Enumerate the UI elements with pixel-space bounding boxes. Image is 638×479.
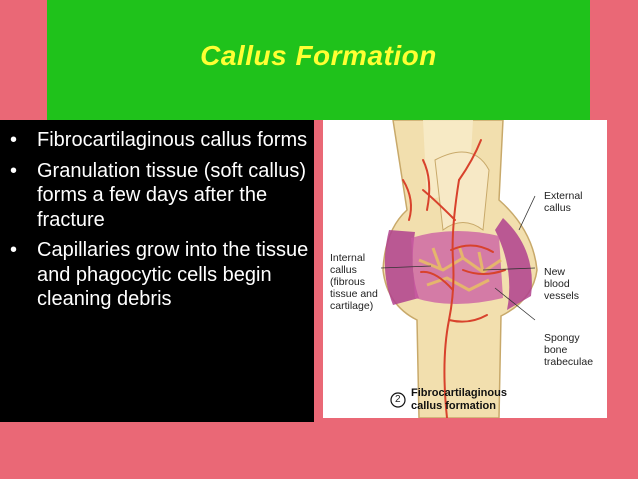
external-callus-right xyxy=(495,218,532,310)
bullet-text: Fibrocartilaginous callus forms xyxy=(37,129,308,151)
bullet-item: • Capillaries grow into the tissue and p… xyxy=(10,238,310,312)
label-external-callus: External callus xyxy=(544,190,583,214)
bullet-dot-icon: • xyxy=(10,159,18,182)
callus-illustration: External callus Internal callus (fibrous… xyxy=(323,120,607,418)
bone-fragment xyxy=(434,151,490,231)
label-internal-callus: Internal callus (fibrous tissue and cart… xyxy=(330,252,378,312)
label-leaders xyxy=(380,195,536,321)
bullet-dot-icon: • xyxy=(10,239,18,261)
bullet-panel: • Fibrocartilaginous callus forms • Gran… xyxy=(0,120,314,422)
figure-caption: Fibrocartilaginous callus formation xyxy=(411,387,507,412)
bone-fracture-illustration xyxy=(380,120,538,418)
spongy-trabeculae xyxy=(418,245,502,292)
bullet-text: Granulation tissue (soft callus) forms a… xyxy=(37,159,307,231)
blood-vessels xyxy=(402,139,506,418)
bullet-item: • Granulation tissue (soft callus) forms… xyxy=(10,159,310,233)
bullet-item: • Fibrocartilaginous callus forms xyxy=(10,128,310,153)
bullet-list: • Fibrocartilaginous callus forms • Gran… xyxy=(10,128,310,318)
label-spongy-bone: Spongy bone trabeculae xyxy=(544,332,594,368)
title-band: Callus Formation xyxy=(47,0,590,120)
label-new-blood-vessels: New blood vessels xyxy=(544,266,580,302)
slide-title: Callus Formation xyxy=(200,40,437,71)
bullet-text: Capillaries grow into the tissue and pha… xyxy=(37,239,309,310)
step-number: 2 xyxy=(395,394,401,405)
step-number-circle xyxy=(390,392,406,408)
bullet-dot-icon: • xyxy=(10,129,18,151)
